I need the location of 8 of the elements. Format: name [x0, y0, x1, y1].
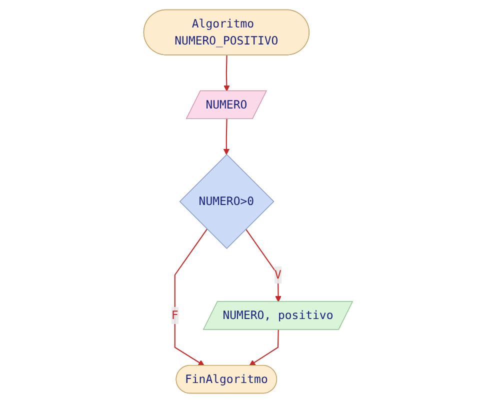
- arrow: [224, 55, 230, 92]
- node-diamond: NUMERO>0: [180, 154, 275, 249]
- arrow: [249, 330, 280, 366]
- edge-label: F: [172, 308, 179, 322]
- edge-label: V: [274, 268, 282, 282]
- arrow: [174, 228, 208, 366]
- arrow: [246, 228, 282, 302]
- arrow: [224, 119, 230, 155]
